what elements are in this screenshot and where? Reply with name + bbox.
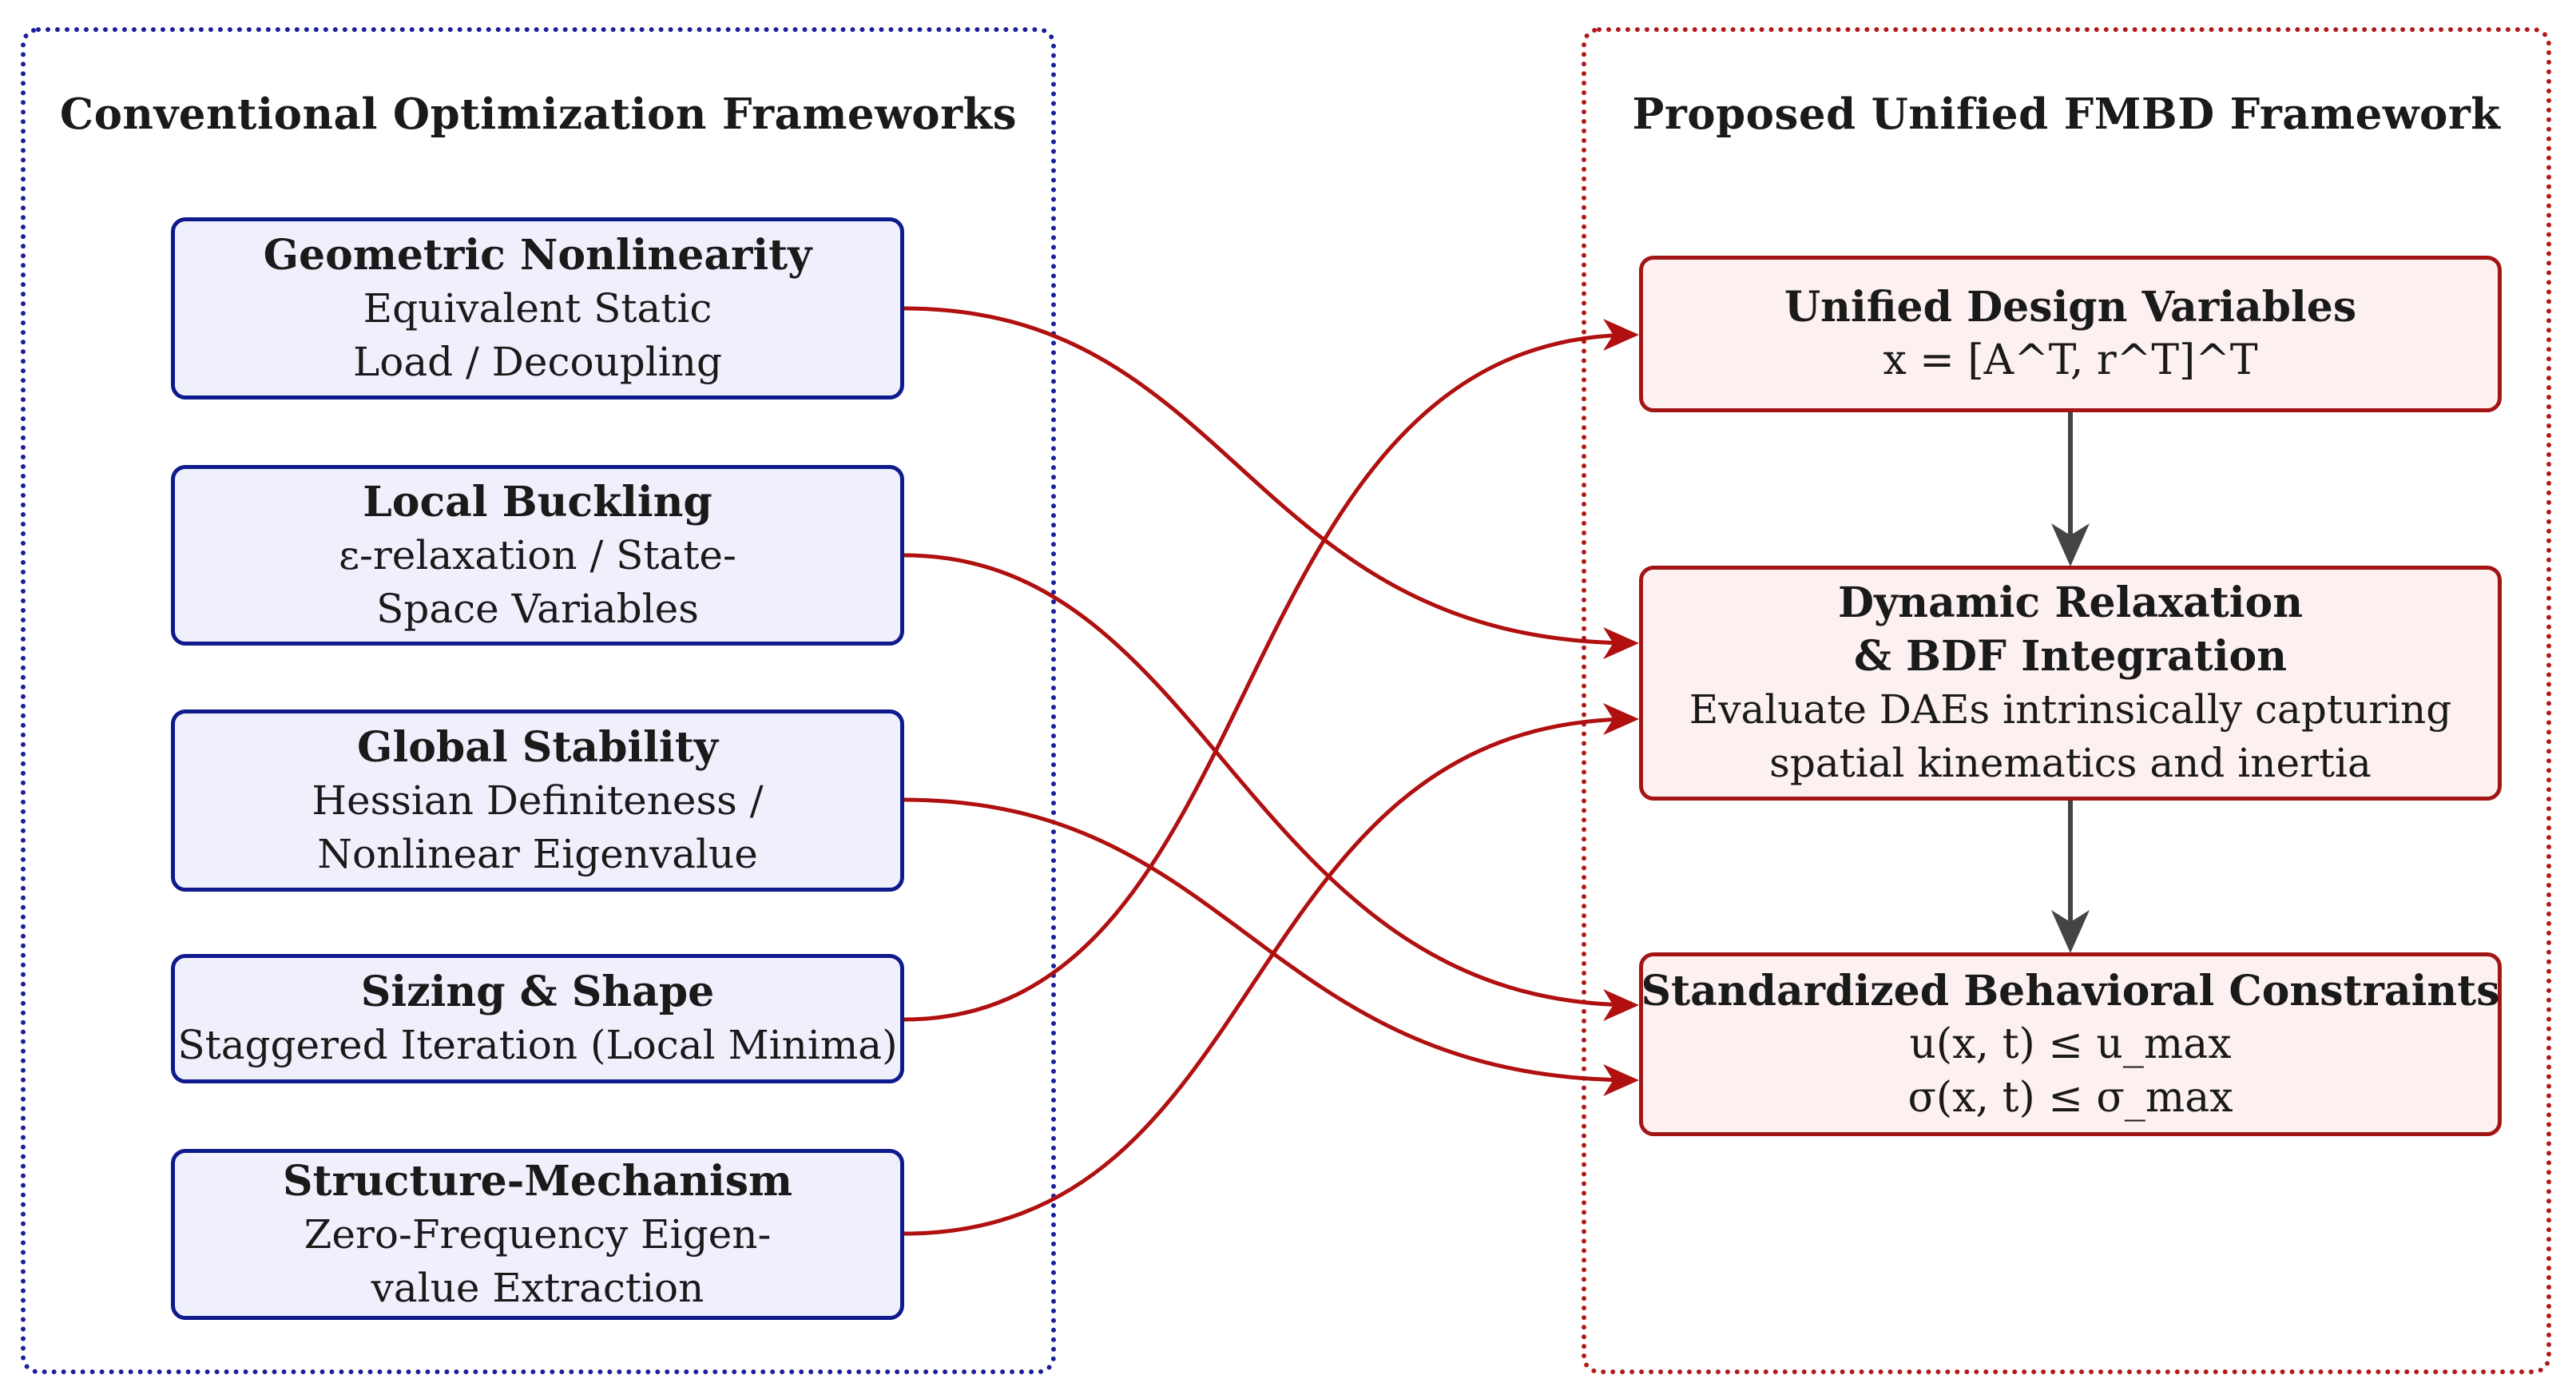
box-heading: Local Buckling bbox=[363, 477, 712, 527]
box-heading: Geometric Nonlinearity bbox=[263, 230, 812, 280]
box-line: Space Variables bbox=[376, 585, 699, 632]
sizing-shape-box: Sizing & Shape Staggered Iteration (Loca… bbox=[171, 954, 904, 1083]
dynamic-relaxation-box: Dynamic Relaxation & BDF Integration Eva… bbox=[1639, 566, 2502, 801]
box-heading: Standardized Behavioral Constraints bbox=[1641, 966, 2500, 1015]
box-line: spatial kinematics and inertia bbox=[1769, 740, 2372, 786]
box-line: Nonlinear Eigenvalue bbox=[317, 830, 758, 877]
box-line: Staggered Iteration (Local Minima) bbox=[177, 1022, 898, 1068]
design-variable-equation: x = [A^T, r^T]^T bbox=[1883, 336, 2258, 384]
box-heading-2: & BDF Integration bbox=[1853, 632, 2288, 681]
displacement-constraint: u(x, t) ≤ u_max bbox=[1909, 1019, 2232, 1068]
box-heading: Global Stability bbox=[357, 722, 718, 772]
box-line: Evaluate DAEs intrinsically capturing bbox=[1689, 686, 2452, 733]
structure-mechanism-box: Structure-Mechanism Zero-Frequency Eigen… bbox=[171, 1149, 904, 1320]
box-heading: Structure-Mechanism bbox=[283, 1156, 792, 1206]
behavioral-constraints-box: Standardized Behavioral Constraints u(x,… bbox=[1639, 952, 2502, 1136]
box-heading: Unified Design Variables bbox=[1784, 283, 2357, 332]
unified-design-variables-box: Unified Design Variables x = [A^T, r^T]^… bbox=[1639, 256, 2502, 412]
box-line: Equivalent Static bbox=[363, 284, 712, 332]
box-line: value Extraction bbox=[371, 1264, 705, 1311]
box-heading: Dynamic Relaxation bbox=[1837, 578, 2304, 627]
right-panel-title: Proposed Unified FMBD Framework bbox=[1632, 89, 2501, 139]
stress-constraint: σ(x, t) ≤ σ_max bbox=[1907, 1073, 2233, 1122]
box-line: ε-relaxation / State- bbox=[339, 531, 736, 578]
local-buckling-box: Local Buckling ε-relaxation / State- Spa… bbox=[171, 465, 904, 646]
left-panel-title: Conventional Optimization Frameworks bbox=[59, 89, 1018, 139]
global-stability-box: Global Stability Hessian Definiteness / … bbox=[171, 709, 904, 892]
box-line: Zero-Frequency Eigen- bbox=[304, 1210, 772, 1258]
geometric-nonlinearity-box: Geometric Nonlinearity Equivalent Static… bbox=[171, 217, 904, 399]
box-line: Hessian Definiteness / bbox=[312, 777, 764, 824]
box-line: Load / Decoupling bbox=[353, 338, 722, 385]
box-heading: Sizing & Shape bbox=[360, 968, 715, 1016]
